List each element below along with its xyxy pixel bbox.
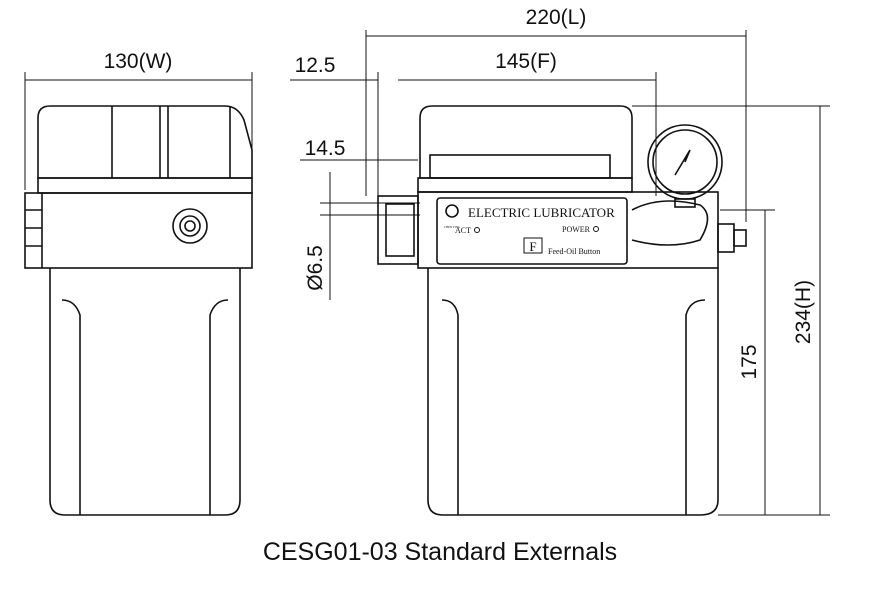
front-view (377, 105, 747, 516)
feed-oil-button-label: Feed-Oil Button (548, 247, 600, 256)
brand-logo-icon (445, 204, 459, 218)
feed-oil-button-letter: F (529, 239, 536, 254)
dimension-lines (24, 30, 830, 516)
dim-175: 175 (738, 344, 761, 379)
caption: CESG01-03 Standard Externals (262, 538, 618, 566)
dim-height: 234(H) (792, 280, 815, 344)
dim-width: 130(W) (104, 50, 173, 73)
dim-12-5: 12.5 (295, 54, 336, 77)
feed-oil-button (523, 237, 543, 254)
side-view (24, 105, 253, 516)
power-label: POWER (562, 225, 591, 234)
act-indicator (474, 227, 480, 233)
panel-brand: CHEN YING (444, 225, 461, 229)
dim-14-5: 14.5 (305, 137, 346, 160)
dim-length: 220(L) (526, 6, 587, 29)
panel-title: ELECTRIC LUBRICATOR (468, 205, 615, 220)
power-indicator (593, 226, 599, 232)
dim-diameter: Ø6.5 (304, 245, 327, 291)
act-label: ACT (455, 226, 471, 235)
dim-front: 145(F) (495, 50, 557, 73)
